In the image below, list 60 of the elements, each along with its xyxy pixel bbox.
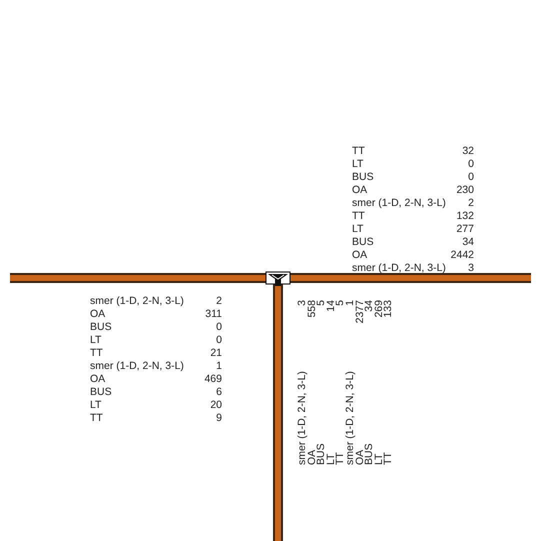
- category-label: LT: [352, 158, 364, 171]
- category-label: LT: [90, 334, 102, 347]
- count-value: 469: [204, 373, 222, 386]
- category-label: OA: [90, 308, 106, 321]
- count-value: 133: [384, 300, 394, 318]
- count-value: 132: [456, 210, 474, 223]
- count-value: 0: [468, 158, 474, 171]
- category-label: BUS: [90, 321, 112, 334]
- category-label: OA: [352, 184, 368, 197]
- count-value: 14: [326, 300, 336, 312]
- count-value: 34: [365, 300, 375, 312]
- count-value: 3: [468, 262, 474, 275]
- count-value: 21: [210, 347, 222, 360]
- count-value: 2442: [450, 249, 474, 262]
- count-value: 558: [308, 300, 318, 318]
- count-value: 269: [374, 300, 384, 318]
- category-label: OA: [352, 249, 368, 262]
- count-value: 277: [456, 223, 474, 236]
- count-value: 5: [336, 300, 346, 306]
- count-value: 0: [468, 171, 474, 184]
- category-label: BUS: [365, 443, 375, 465]
- count-value: 1: [216, 360, 222, 373]
- count-value: 2: [216, 295, 222, 308]
- category-label: smer (1-D, 2-N, 3-L): [90, 295, 184, 308]
- count-value: 32: [462, 145, 474, 158]
- category-label: OA: [356, 450, 366, 465]
- category-label: LT: [352, 223, 364, 236]
- category-label: smer (1-D, 2-N, 3-L): [90, 360, 184, 373]
- count-value: 20: [210, 399, 222, 412]
- category-label: OA: [90, 373, 106, 386]
- count-value: 1: [346, 300, 356, 306]
- category-label: BUS: [90, 386, 112, 399]
- category-label: smer (1-D, 2-N, 3-L): [346, 371, 356, 465]
- count-value: 0: [216, 321, 222, 334]
- category-label: LT: [326, 454, 336, 465]
- category-label: BUS: [352, 236, 374, 249]
- category-label: TT: [352, 210, 365, 223]
- category-label: TT: [336, 452, 346, 465]
- category-label: TT: [90, 412, 103, 425]
- category-label: OA: [308, 450, 318, 465]
- count-value: 34: [462, 236, 474, 249]
- category-label: LT: [90, 399, 102, 412]
- category-label: TT: [352, 145, 365, 158]
- count-value: 2: [468, 197, 474, 210]
- category-label: BUS: [352, 171, 374, 184]
- count-value: 2377: [356, 300, 366, 324]
- count-value: 5: [317, 300, 327, 306]
- count-value: 9: [216, 412, 222, 425]
- count-value: 230: [456, 184, 474, 197]
- count-value: 3: [298, 300, 308, 306]
- category-label: smer (1-D, 2-N, 3-L): [352, 262, 446, 275]
- category-label: TT: [90, 347, 103, 360]
- count-value: 311: [205, 308, 222, 321]
- category-label: smer (1-D, 2-N, 3-L): [298, 371, 308, 465]
- category-label: BUS: [317, 443, 327, 465]
- category-label: LT: [374, 454, 384, 465]
- count-value: 0: [216, 334, 222, 347]
- category-label: smer (1-D, 2-N, 3-L): [352, 197, 446, 210]
- count-value: 6: [216, 386, 222, 399]
- category-label: TT: [384, 452, 394, 465]
